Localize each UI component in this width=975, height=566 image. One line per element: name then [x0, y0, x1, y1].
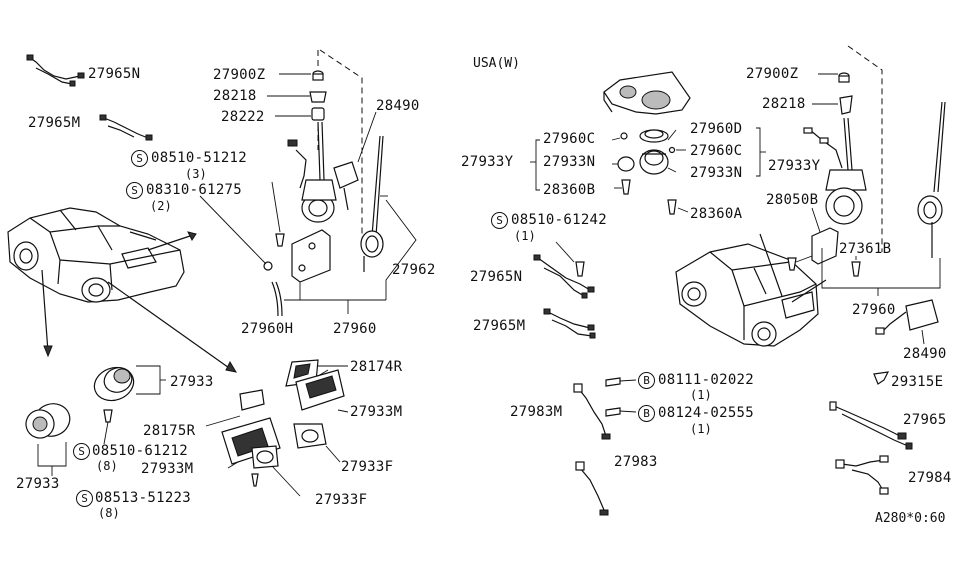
- qty-3: (3): [185, 167, 207, 181]
- screw-symbol-icon: S: [491, 212, 508, 229]
- figure-code: A280*0:60: [875, 511, 946, 526]
- label-28218-right: 28218: [762, 96, 806, 112]
- label-08310-61275: 08310-61275: [146, 182, 243, 198]
- speakers-left-bottom: [25, 365, 166, 476]
- label-08513-51223: 08513-51223: [95, 490, 192, 506]
- label-27965m-left: 27965M: [28, 115, 81, 131]
- label-29315e: 29315E: [891, 374, 944, 390]
- label-08111-02022: 08111-02022: [658, 372, 755, 388]
- harness-27965m-left: [99, 114, 153, 141]
- label-28490-left: 28490: [376, 98, 420, 114]
- screw-and-harness-mid: [533, 241, 596, 339]
- label-27965: 27965: [903, 412, 947, 428]
- label-27960-left: 27960: [333, 321, 377, 337]
- label-27960c-a: 27960C: [543, 131, 596, 147]
- antenna-assembly-right: [787, 45, 946, 495]
- qty-1b: (1): [690, 388, 712, 402]
- speaker-grilles-center: [205, 359, 349, 497]
- label-28222: 28222: [221, 109, 265, 125]
- speaker-housing-mid: [530, 71, 766, 215]
- label-27965n-left: 27965N: [88, 66, 141, 82]
- label-28050b: 28050B: [766, 192, 819, 208]
- label-27960h: 27960H: [241, 321, 294, 337]
- label-27960-right: 27960: [852, 302, 896, 318]
- label-27933-b: 27933: [16, 476, 60, 492]
- label-08124-02555: 08124-02555: [658, 405, 755, 421]
- label-27933y-right: 27933Y: [768, 158, 821, 174]
- label-27933-a: 27933: [170, 374, 214, 390]
- label-28360b: 28360B: [543, 182, 596, 198]
- qty-8b: (8): [98, 506, 120, 520]
- qty-1c: (1): [690, 422, 712, 436]
- qty-8a: (8): [96, 459, 118, 473]
- bolt-symbol-icon: B: [638, 372, 655, 389]
- screw-symbol-icon: S: [131, 150, 148, 167]
- qty-1a: (1): [514, 229, 536, 243]
- label-27965n-mid: 27965N: [470, 269, 523, 285]
- car-sedan-left: [7, 207, 238, 373]
- label-08510-61242: 08510-61242: [511, 212, 608, 228]
- screw-symbol-icon: S: [76, 490, 93, 507]
- harness-27965n-left: [26, 54, 85, 87]
- label-08510-61212: 08510-61212: [92, 443, 189, 459]
- qty-2: (2): [150, 199, 172, 213]
- label-27933f-b: 27933F: [315, 492, 368, 508]
- car-wagon-mid: [675, 233, 827, 347]
- label-27983: 27983: [614, 454, 658, 470]
- label-08510-51212: 08510-51212: [151, 150, 248, 166]
- label-27962: 27962: [392, 262, 436, 278]
- label-28360a: 28360A: [690, 206, 743, 222]
- label-28175r: 28175R: [143, 423, 196, 439]
- label-27900z-right: 27900Z: [746, 66, 799, 82]
- label-27933y-left: 27933Y: [461, 154, 514, 170]
- antenna-parts-stack-left: [199, 49, 417, 317]
- harness-27983-mid: [573, 377, 637, 516]
- label-27933f-a: 27933F: [341, 459, 394, 475]
- screw-symbol-icon: S: [73, 443, 90, 460]
- label-27933n-b: 27933N: [690, 165, 743, 181]
- label-27933n-a: 27933N: [543, 154, 596, 170]
- label-27960c-b: 27960C: [690, 143, 743, 159]
- label-27960d: 27960D: [690, 121, 743, 137]
- label-27984: 27984: [908, 470, 952, 486]
- label-28490-right: 28490: [903, 346, 947, 362]
- label-27361b: 27361B: [839, 241, 892, 257]
- label-28218-left: 28218: [213, 88, 257, 104]
- region-label: USA(W): [473, 56, 520, 71]
- label-28174r: 28174R: [350, 359, 403, 375]
- label-27983m: 27983M: [510, 404, 563, 420]
- screw-symbol-icon: S: [126, 182, 143, 199]
- label-27933m-a: 27933M: [350, 404, 403, 420]
- label-27965m-mid: 27965M: [473, 318, 526, 334]
- bolt-symbol-icon: B: [638, 405, 655, 422]
- label-27933m-b: 27933M: [141, 461, 194, 477]
- label-27900z-left: 27900Z: [213, 67, 266, 83]
